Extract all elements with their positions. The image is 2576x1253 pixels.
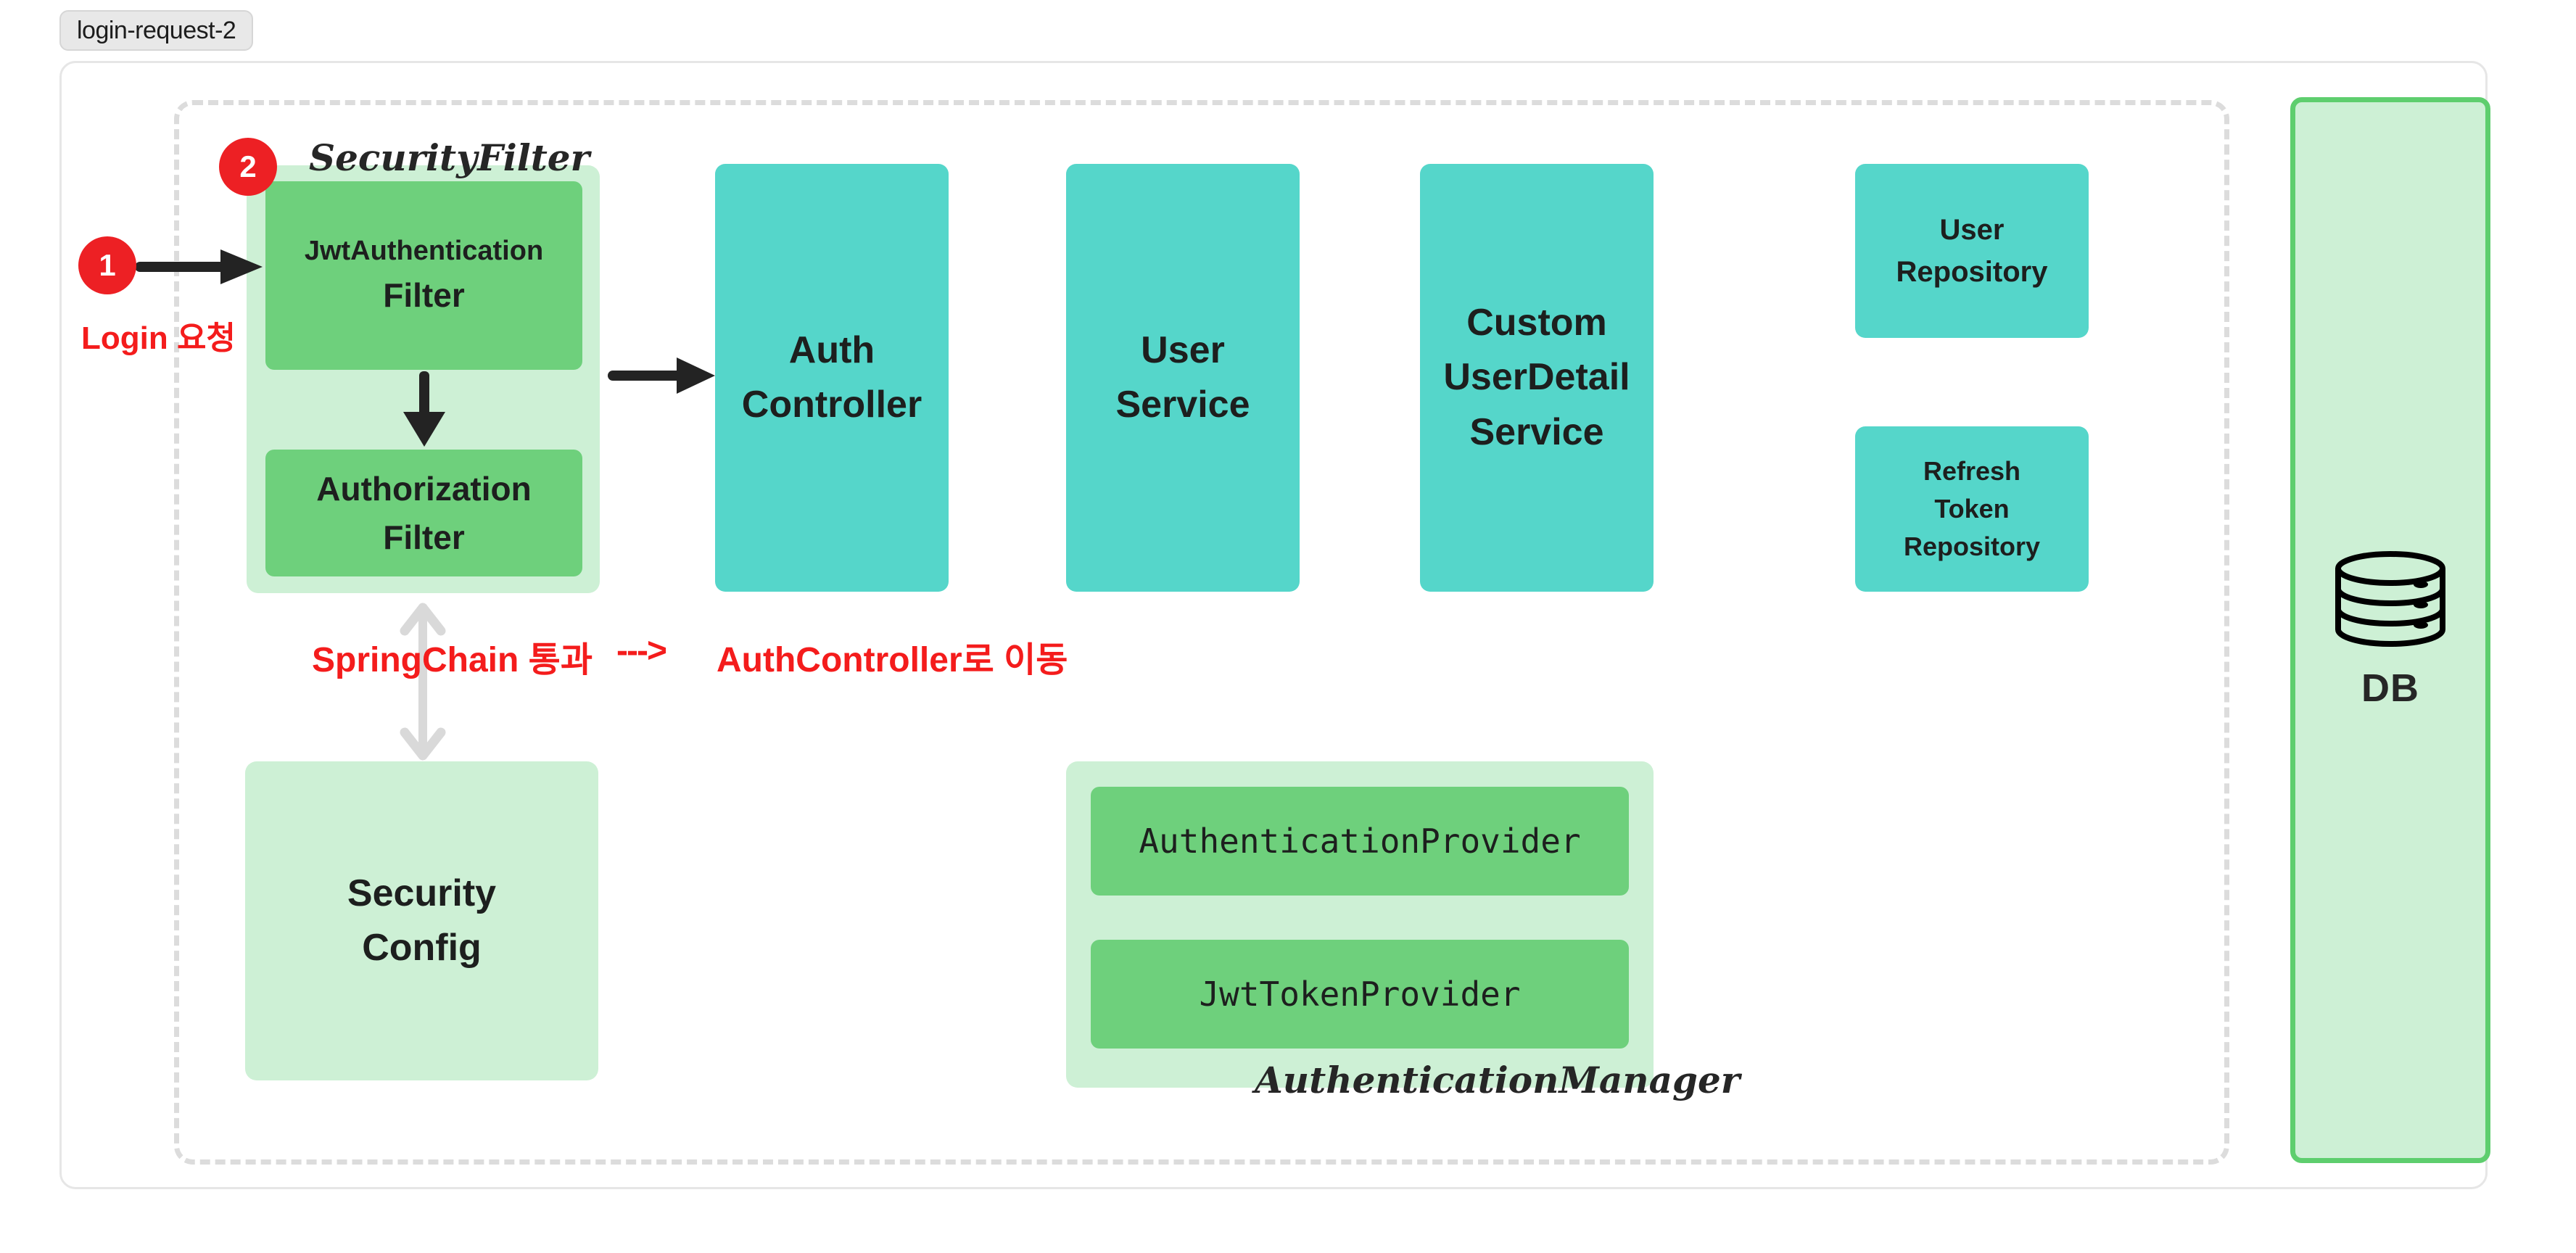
user-repository-line-1: User [1939,214,2005,246]
database-label: DB [2361,666,2419,710]
authorization-filter-line-2: Filter [383,518,465,556]
jwt-token-provider-label: JwtTokenProvider [1199,975,1521,1014]
jwt-authentication-filter-box[interactable]: JwtAuthentication Filter [265,181,582,370]
authentication-provider-box[interactable]: AuthenticationProvider [1091,787,1629,896]
step-badge-1: 1 [78,236,136,294]
jwt-authentication-filter-line-2: Filter [383,276,465,315]
custom-user-detail-service-line-1: Custom [1466,301,1607,344]
login-request-tag-label: login-request-2 [77,16,236,44]
step-badge-2-label: 2 [239,149,257,183]
application-boundary [174,100,2229,1165]
auth-controller-line-1: Auth [788,328,875,371]
user-repository-box[interactable]: User Repository [1855,164,2089,338]
spring-chain-annotation: SpringChain 통과 [312,641,593,679]
dashed-arrow-annotation: ---> [616,632,667,670]
jwt-authentication-filter-line-1: JwtAuthentication [304,236,544,267]
step-badge-1-label: 1 [99,248,116,282]
filter-chain-down-arrow [403,371,445,447]
filter-config-double-arrow [400,603,446,761]
refresh-token-repository-line-2: Token [1934,493,2010,524]
custom-user-detail-service-box[interactable]: Custom UserDetail Service [1420,164,1654,592]
security-config-line-1: Security [347,872,497,914]
refresh-token-repository-box[interactable]: Refresh Token Repository [1855,426,2089,592]
authentication-manager-caption: AuthenticationManager [1255,1059,1741,1101]
auth-controller-line-2: Controller [741,384,922,426]
user-service-line-1: User [1141,328,1225,371]
login-request-annotation: Login 요청 [81,321,236,356]
user-repository-line-2: Repository [1896,256,2048,288]
authorization-filter-line-1: Authorization [316,469,532,508]
step-badge-2: 2 [219,138,277,196]
authentication-provider-label: AuthenticationProvider [1139,822,1581,861]
login-request-tag: login-request-2 [59,10,254,51]
custom-user-detail-service-line-2: UserDetail [1443,356,1630,399]
jwt-token-provider-box[interactable]: JwtTokenProvider [1091,940,1629,1049]
login-request-arrow [135,249,263,284]
security-filter-caption: SecurityFilter [309,136,590,179]
auth-controller-box[interactable]: Auth Controller [715,164,949,592]
refresh-token-repository-line-3: Repository [1903,532,2041,562]
user-service-line-2: Service [1115,384,1250,426]
custom-user-detail-service-line-3: Service [1469,410,1604,453]
filter-to-controller-arrow [608,357,715,394]
authorization-filter-box[interactable]: Authorization Filter [265,450,582,576]
database-cylinder-icon [2335,551,2445,647]
refresh-token-repository-line-1: Refresh [1923,455,2021,486]
user-service-box[interactable]: User Service [1066,164,1300,592]
security-config-box[interactable]: Security Config [245,761,598,1080]
database-panel[interactable]: DB [2290,97,2490,1163]
security-config-line-2: Config [362,927,482,969]
move-to-controller-annotation: AuthController로 이동 [717,641,1068,679]
